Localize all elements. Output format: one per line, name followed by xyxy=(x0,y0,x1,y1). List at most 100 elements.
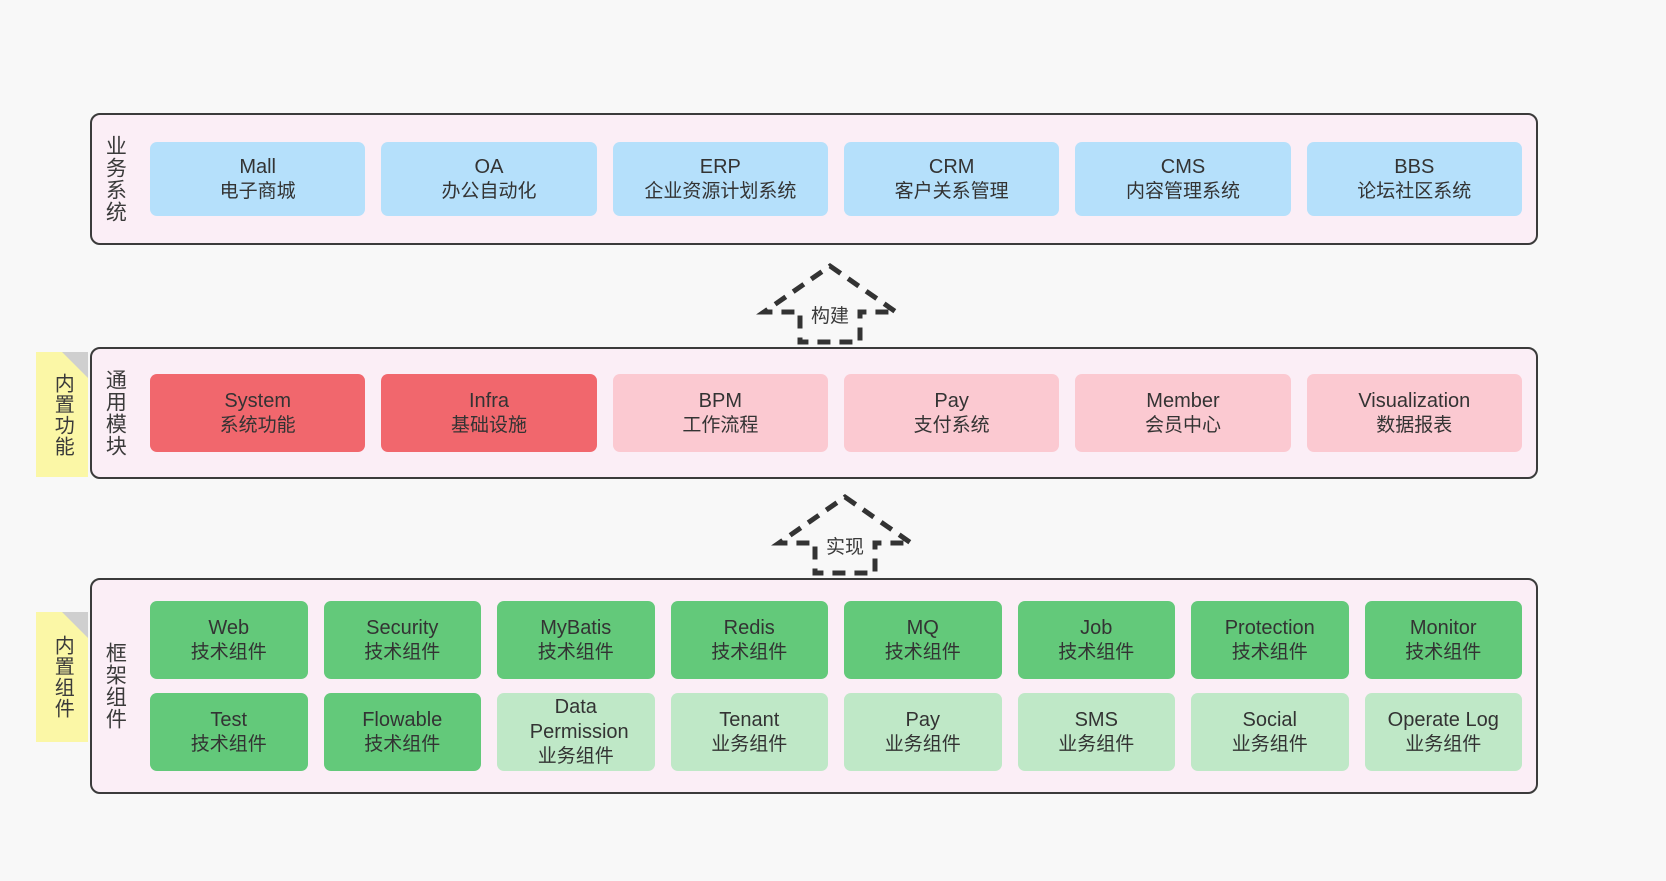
card-mall-desc: 电子商城 xyxy=(219,180,296,202)
sticky-builtin-components: 内置组件 xyxy=(36,612,88,742)
card-redis[interactable]: Redis 技术组件 xyxy=(670,601,828,679)
card-bpm-desc: 工作流程 xyxy=(682,414,759,436)
card-redis-desc: 技术组件 xyxy=(711,641,788,663)
framework-row-technical: Web 技术组件 Security 技术组件 MyBatis 技术组件 Redi… xyxy=(150,601,1522,679)
card-mybatis[interactable]: MyBatis 技术组件 xyxy=(497,601,655,679)
card-test[interactable]: Test 技术组件 xyxy=(150,693,308,771)
card-erp-desc: 企业资源计划系统 xyxy=(644,180,797,202)
layer-common-module-title: 通用模块 xyxy=(103,369,127,457)
card-social-name: Social xyxy=(1242,708,1297,731)
card-infra[interactable]: Infra 基础设施 xyxy=(381,374,597,452)
card-pay-module-desc: 支付系统 xyxy=(913,414,990,436)
card-flowable-name: Flowable xyxy=(362,708,443,731)
card-operate-log-name: Operate Log xyxy=(1387,708,1499,731)
card-data-permission-desc: 业务组件 xyxy=(537,746,614,768)
card-web-desc: 技术组件 xyxy=(190,641,267,663)
card-mybatis-name: MyBatis xyxy=(540,616,612,639)
layer-framework-component: 框架组件 Web 技术组件 Security 技术组件 MyBatis 技术组件… xyxy=(90,578,1538,794)
card-protection-name: Protection xyxy=(1224,616,1315,639)
sticky-builtin-functions-label: 内置功能 xyxy=(51,372,74,457)
card-mybatis-desc: 技术组件 xyxy=(537,641,614,663)
card-infra-name: Infra xyxy=(468,389,509,412)
card-erp[interactable]: ERP 企业资源计划系统 xyxy=(612,142,828,216)
card-visualization-desc: 数据报表 xyxy=(1376,414,1453,436)
card-flowable-desc: 技术组件 xyxy=(364,733,441,755)
card-security-name: Security xyxy=(366,616,439,639)
card-mall[interactable]: Mall 电子商城 xyxy=(150,142,366,216)
card-mq-desc: 技术组件 xyxy=(884,641,961,663)
card-crm-desc: 客户关系管理 xyxy=(894,180,1009,202)
card-monitor[interactable]: Monitor 技术组件 xyxy=(1364,601,1522,679)
card-sms-name: SMS xyxy=(1074,708,1118,731)
card-infra-desc: 基础设施 xyxy=(450,414,527,436)
card-security-desc: 技术组件 xyxy=(364,641,441,663)
connector-implement: 实现 xyxy=(771,493,919,576)
card-pay-component-desc: 业务组件 xyxy=(884,733,961,755)
card-system[interactable]: System 系统功能 xyxy=(150,374,366,452)
layer-business-system-title: 业务系统 xyxy=(103,135,127,223)
card-oa-name: OA xyxy=(474,155,504,178)
card-tenant[interactable]: Tenant 业务组件 xyxy=(670,693,828,771)
connector-implement-label: 实现 xyxy=(825,537,864,558)
card-member-desc: 会员中心 xyxy=(1144,414,1221,436)
card-protection[interactable]: Protection 技术组件 xyxy=(1191,601,1349,679)
layer-framework-component-cards: Web 技术组件 Security 技术组件 MyBatis 技术组件 Redi… xyxy=(136,580,1536,792)
card-system-desc: 系统功能 xyxy=(219,414,296,436)
card-cms[interactable]: CMS 内容管理系统 xyxy=(1075,142,1291,216)
connector-build: 构建 xyxy=(756,262,904,345)
card-crm[interactable]: CRM 客户关系管理 xyxy=(843,142,1060,216)
card-job-desc: 技术组件 xyxy=(1058,641,1135,663)
card-mall-name: Mall xyxy=(239,155,276,178)
card-monitor-desc: 技术组件 xyxy=(1405,641,1482,663)
card-operate-log[interactable]: Operate Log 业务组件 xyxy=(1364,693,1522,771)
card-erp-name: ERP xyxy=(699,155,741,178)
card-cms-name: CMS xyxy=(1160,155,1206,178)
card-bbs-desc: 论坛社区系统 xyxy=(1357,180,1472,202)
card-pay-component-name: Pay xyxy=(905,708,940,731)
layer-business-system-cards: Mall 电子商城 OA 办公自动化 ERP 企业资源计划系统 CRM 客户关系… xyxy=(136,115,1536,243)
card-job-name: Job xyxy=(1080,616,1113,639)
card-web[interactable]: Web 技术组件 xyxy=(150,601,308,679)
layer-common-module-cards: System 系统功能 Infra 基础设施 BPM 工作流程 Pay 支付系统… xyxy=(136,349,1536,477)
card-monitor-name: Monitor xyxy=(1409,616,1477,639)
card-bpm[interactable]: BPM 工作流程 xyxy=(612,374,828,452)
card-visualization[interactable]: Visualization 数据报表 xyxy=(1306,374,1522,452)
card-bbs[interactable]: BBS 论坛社区系统 xyxy=(1306,142,1522,216)
layer-common-module: 通用模块 System 系统功能 Infra 基础设施 BPM 工作流程 Pay… xyxy=(90,347,1538,479)
card-bpm-name: BPM xyxy=(698,389,742,412)
layer-framework-component-title: 框架组件 xyxy=(103,642,127,730)
card-pay-component[interactable]: Pay 业务组件 xyxy=(844,693,1002,771)
card-flowable[interactable]: Flowable 技术组件 xyxy=(323,693,481,771)
card-system-name: System xyxy=(224,389,291,412)
card-data-permission-name: Data Permission xyxy=(529,696,629,744)
card-visualization-name: Visualization xyxy=(1358,389,1471,412)
sticky-builtin-components-label: 内置组件 xyxy=(51,635,74,719)
card-web-name: Web xyxy=(208,616,250,639)
card-crm-name: CRM xyxy=(928,155,975,178)
card-test-name: Test xyxy=(210,708,248,731)
layer-business-system: 业务系统 Mall 电子商城 OA 办公自动化 ERP 企业资源计划系统 CRM… xyxy=(90,113,1538,245)
card-operate-log-desc: 业务组件 xyxy=(1405,733,1482,755)
connector-build-label: 构建 xyxy=(810,306,849,327)
card-sms[interactable]: SMS 业务组件 xyxy=(1017,693,1175,771)
card-security[interactable]: Security 技术组件 xyxy=(323,601,481,679)
card-member[interactable]: Member 会员中心 xyxy=(1075,374,1291,452)
card-tenant-name: Tenant xyxy=(719,708,780,731)
card-social[interactable]: Social 业务组件 xyxy=(1191,693,1349,771)
card-sms-desc: 业务组件 xyxy=(1058,733,1135,755)
card-mq-name: MQ xyxy=(906,616,939,639)
sticky-builtin-functions: 内置功能 xyxy=(36,352,88,477)
framework-row-business: Test 技术组件 Flowable 技术组件 Data Permission … xyxy=(150,693,1522,771)
card-pay-module[interactable]: Pay 支付系统 xyxy=(843,374,1060,452)
card-redis-name: Redis xyxy=(723,616,775,639)
card-oa[interactable]: OA 办公自动化 xyxy=(381,142,597,216)
card-mq[interactable]: MQ 技术组件 xyxy=(844,601,1002,679)
card-job[interactable]: Job 技术组件 xyxy=(1017,601,1175,679)
card-member-name: Member xyxy=(1146,389,1220,412)
card-bbs-name: BBS xyxy=(1394,155,1435,178)
connector-build-shape xyxy=(756,262,904,345)
card-data-permission[interactable]: Data Permission 业务组件 xyxy=(497,693,655,771)
card-tenant-desc: 业务组件 xyxy=(711,733,788,755)
card-cms-desc: 内容管理系统 xyxy=(1125,180,1240,202)
